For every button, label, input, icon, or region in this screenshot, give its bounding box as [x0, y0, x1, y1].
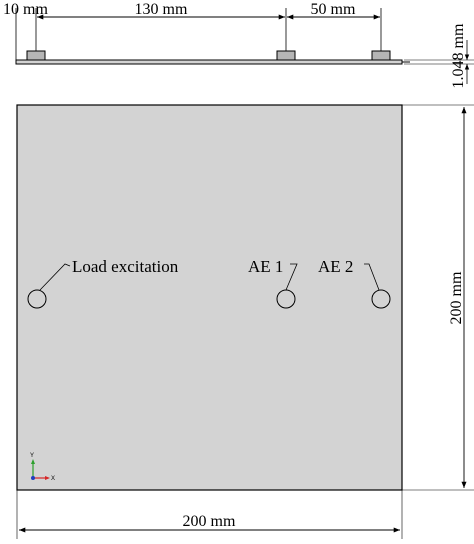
ae2-sensor-side — [371, 50, 391, 61]
triad-x-label: X — [51, 476, 55, 482]
leader-ae2 — [364, 263, 380, 291]
triad-z-origin — [31, 476, 35, 480]
dim-label-50mm: 50 mm — [311, 1, 356, 18]
plate-side-profile — [15, 59, 403, 65]
ae1-sensor-side — [276, 50, 296, 61]
label-load-excitation: Load excitation — [72, 257, 179, 276]
dim-label-height: 200 mm — [448, 271, 465, 324]
leader-ae1 — [285, 263, 298, 291]
dim-label-width: 200 mm — [183, 513, 236, 530]
plate — [16, 104, 403, 491]
triad-x-arrowhead — [45, 476, 50, 480]
load-excitation-point — [27, 289, 47, 309]
label-ae1: AE 1 — [248, 257, 283, 276]
leader-load-excitation — [39, 263, 71, 291]
ae2-sensor-point — [371, 289, 391, 309]
dim-label-130mm: 130 mm — [135, 1, 188, 18]
load-excitation-transducer-side — [26, 50, 46, 61]
triad-y-arrowhead — [31, 459, 35, 464]
dim-label-thickness: 1.048 mm — [450, 23, 467, 88]
label-ae2: AE 2 — [318, 257, 353, 276]
axis-triad: Y X — [30, 453, 55, 482]
ae1-sensor-point — [276, 289, 296, 309]
dim-label-10mm: 10 mm — [3, 1, 48, 18]
triad-y-label: Y — [30, 453, 34, 459]
side-view: 10 mm 130 mm 50 mm 1.048 mm — [3, 1, 474, 88]
top-view: Load excitation AE 1 AE 2 Y X 200 mm 200… — [16, 104, 474, 539]
